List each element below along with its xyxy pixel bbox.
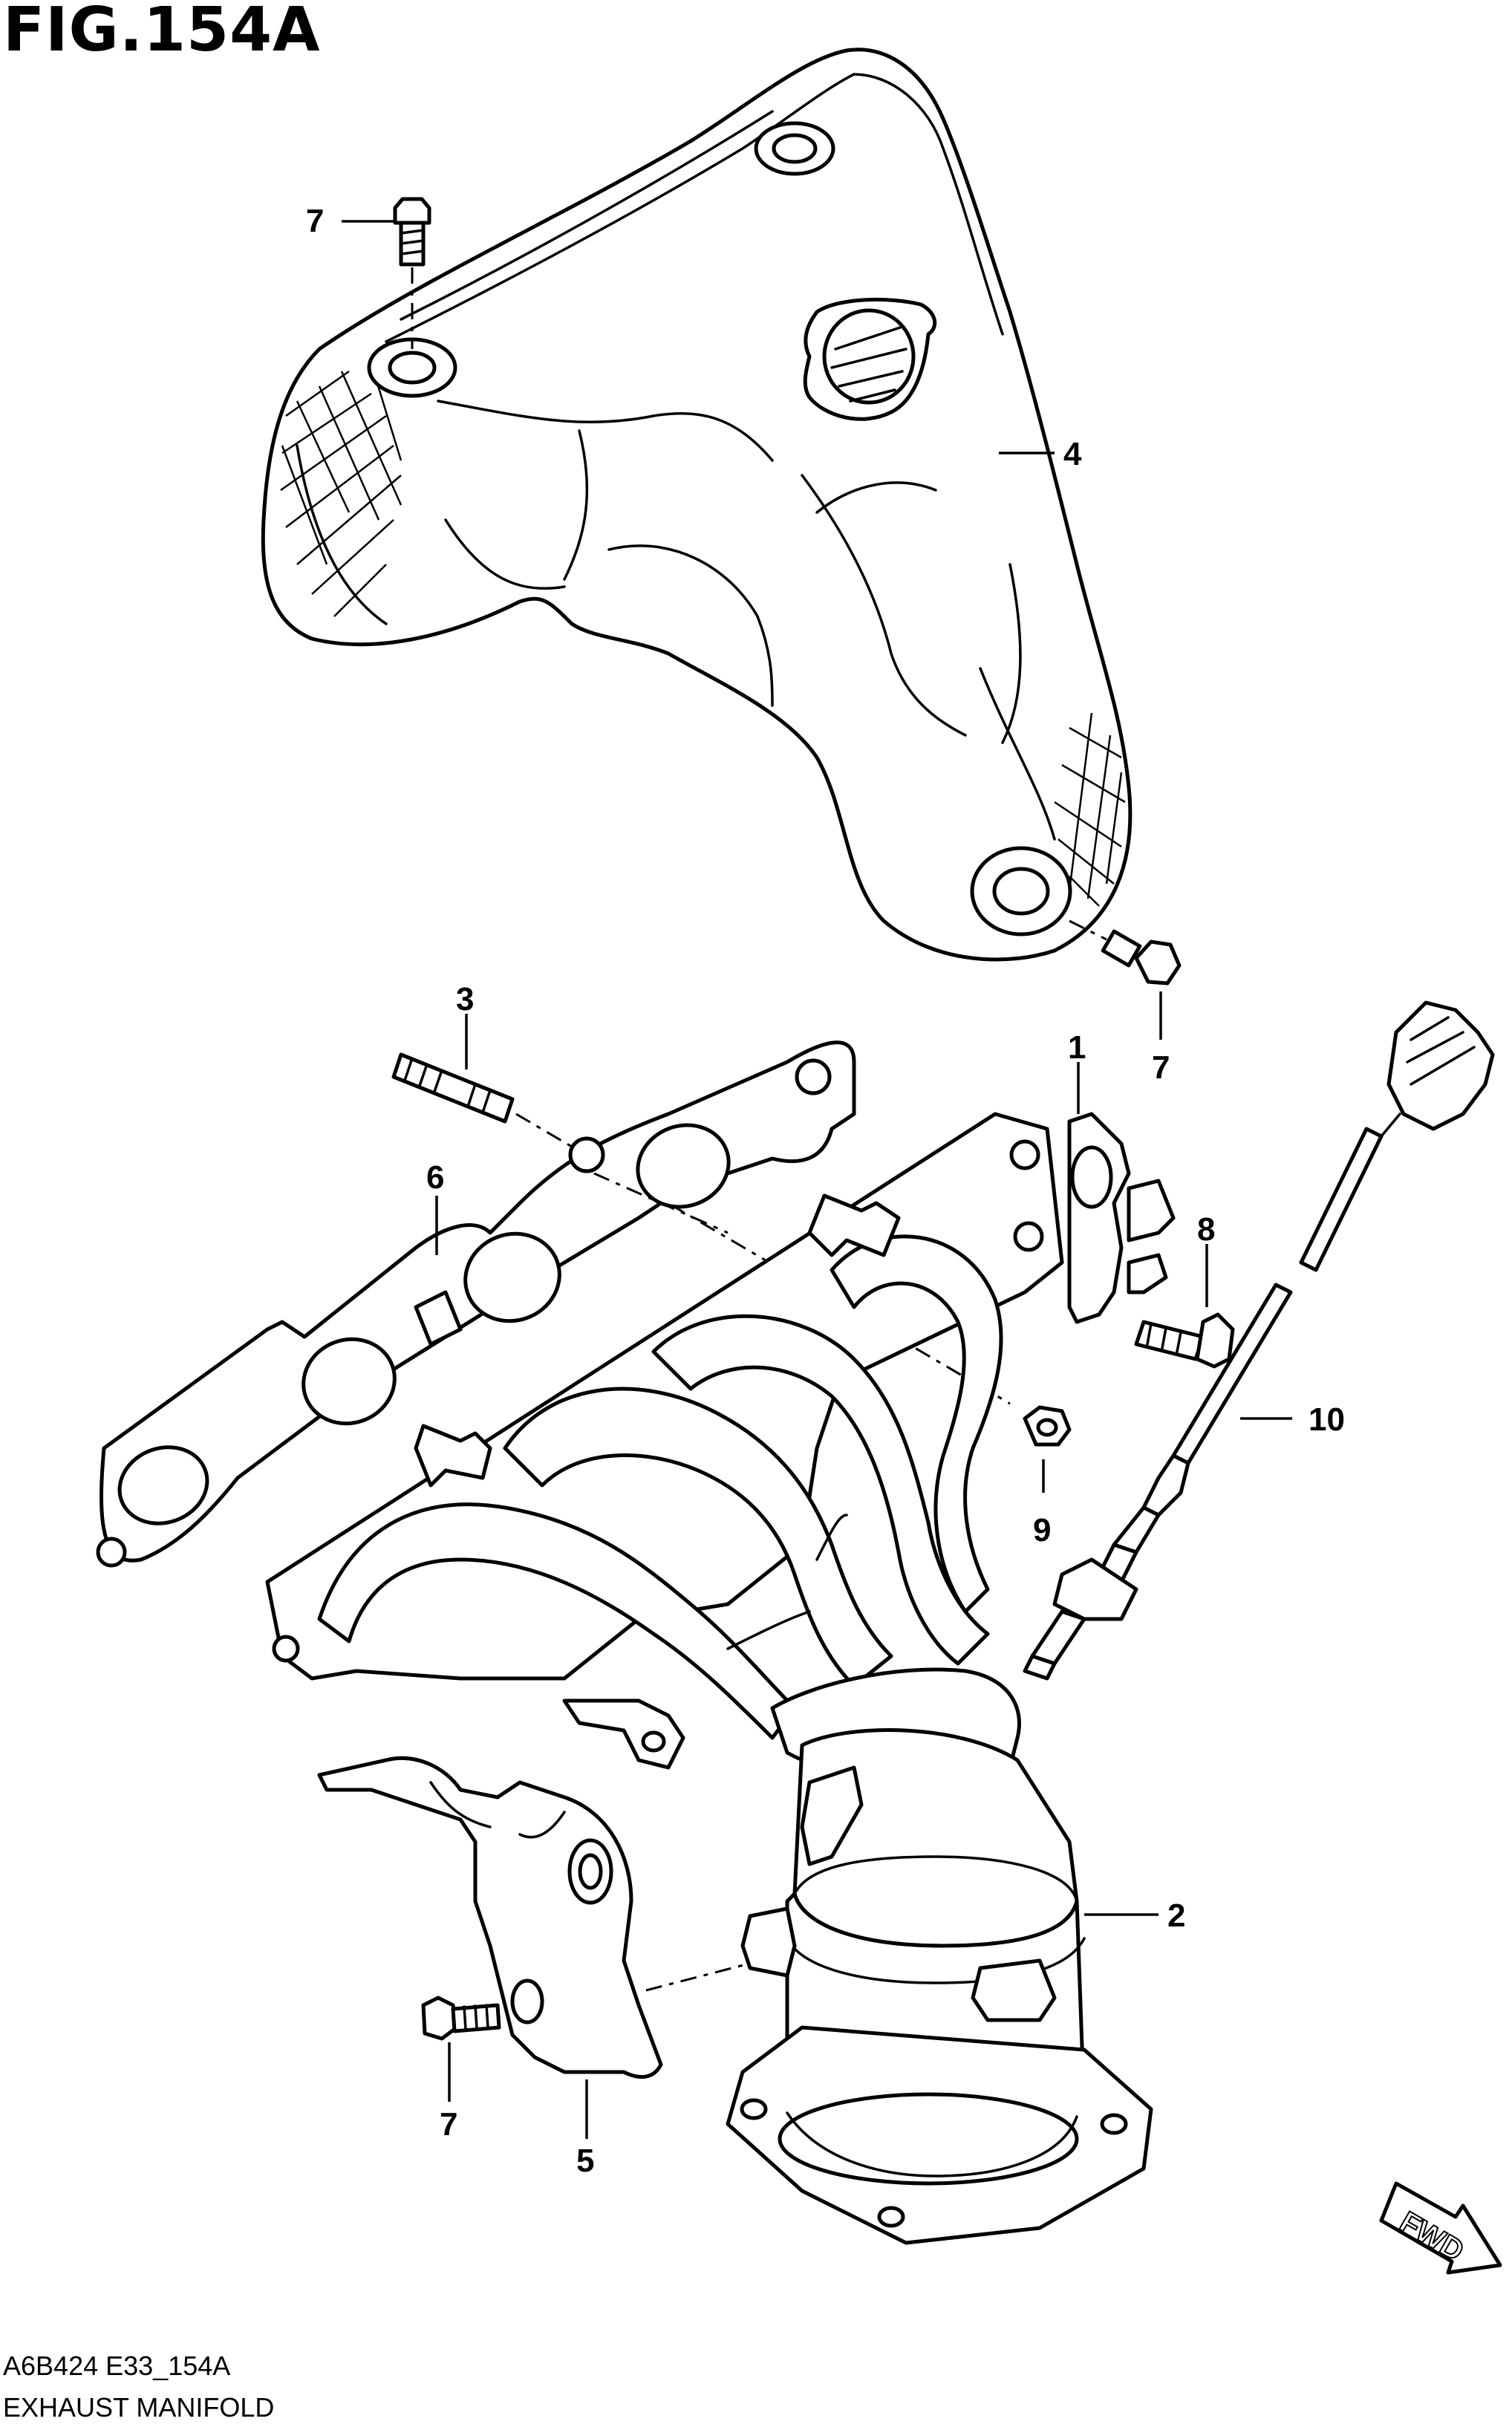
fwd-arrow: FWD xyxy=(1379,2181,1502,2275)
exhaust-manifold xyxy=(265,1112,1064,1779)
gasket-1 xyxy=(1067,1112,1176,1324)
shield-sensor-port xyxy=(803,297,937,421)
callout-5: 5 xyxy=(576,2143,594,2179)
callout-9: 9 xyxy=(1033,1512,1051,1548)
callout-7-right: 7 xyxy=(1152,1049,1170,1086)
callout-10: 10 xyxy=(1309,1401,1345,1438)
callout-3: 3 xyxy=(456,981,474,1017)
callout-4: 4 xyxy=(1063,436,1082,472)
callout-1: 1 xyxy=(1068,1029,1086,1066)
bolt-7-lower xyxy=(421,1996,501,2041)
bolt-8 xyxy=(1134,1312,1235,1369)
diagram-name: EXHAUST MANIFOLD xyxy=(3,2392,275,2423)
callout-7-top: 7 xyxy=(306,203,324,239)
callout-8: 8 xyxy=(1197,1211,1215,1248)
oxygen-sensor-10 xyxy=(1023,1000,1495,1681)
leader-lines xyxy=(342,220,1292,2139)
catalytic-converter-2 xyxy=(645,1728,1153,2245)
callout-2: 2 xyxy=(1167,1898,1185,1934)
callout-7-lower: 7 xyxy=(440,2106,457,2143)
gasket-6 xyxy=(96,1040,856,1568)
nut-9 xyxy=(1023,1405,1072,1447)
bolt-7-right xyxy=(1069,919,1182,986)
bolt-7-top xyxy=(393,197,431,349)
figure-title: FIG.154A xyxy=(3,0,321,65)
callout-numbers: 7 4 7 3 1 6 8 10 9 2 7 5 xyxy=(306,203,1345,2179)
callout-6: 6 xyxy=(426,1159,444,1196)
diagram-code: A6B424 E33_154A xyxy=(3,2351,231,2381)
heat-shield xyxy=(261,48,1133,962)
lower-heat-shield-5 xyxy=(317,1756,663,2079)
